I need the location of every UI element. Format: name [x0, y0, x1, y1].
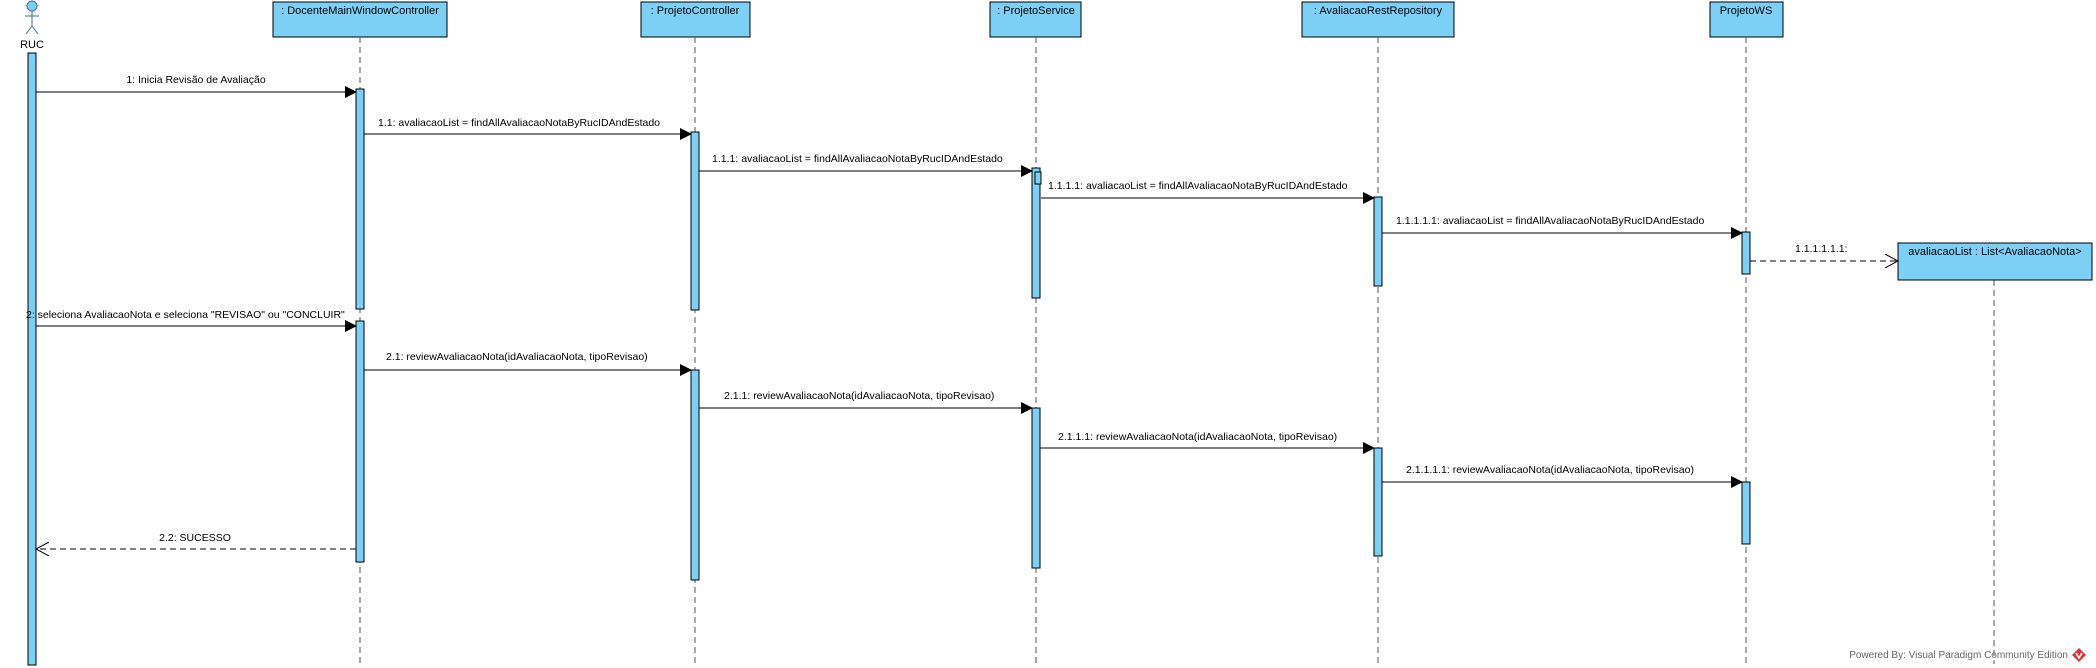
activation-repository-2	[1373, 447, 1383, 557]
actor-name: RUC	[20, 39, 44, 51]
participant-label: : DocenteMainWindowController	[281, 5, 439, 17]
activation-service-1	[1031, 167, 1041, 299]
participant-projeto-ws: ProjetoWS	[1709, 1, 1784, 38]
actor-head	[26, 0, 38, 12]
activation-docente-1	[355, 88, 365, 310]
participant-projeto-service: : ProjetoService	[989, 1, 1082, 38]
visual-paradigm-logo-icon	[2072, 648, 2086, 662]
activation-service-2	[1031, 407, 1041, 569]
actor-ruc: RUC	[20, 0, 44, 51]
activation-docente-2	[355, 320, 365, 563]
message-2-1-1-1-1-label: 2.1.1.1.1: reviewAvaliacaoNota(idAvaliac…	[1406, 464, 1694, 476]
activation-ws-1	[1741, 231, 1751, 275]
participant-docente-main-window-controller: : DocenteMainWindowController	[272, 1, 448, 38]
message-2-1-1-label: 2.1.1: reviewAvaliacaoNota(idAvaliacaoNo…	[724, 390, 994, 402]
message-1-1-1-1-1-1-label: 1.1.1.1.1.1:	[1795, 243, 1848, 255]
actor-leg-right	[31, 25, 39, 35]
participant-label: ProjetoWS	[1720, 5, 1773, 17]
activation-controller-1	[690, 131, 700, 311]
message-1-1-label: 1.1: avaliacaoList = findAllAvaliacaoNot…	[378, 117, 660, 129]
actor-leg-left	[25, 25, 33, 35]
message-1-1-1-1-label: 1.1.1.1: avaliacaoList = findAllAvaliaca…	[1048, 180, 1348, 192]
object-label: avaliacaoList : List<AvaliacaoNota>	[1908, 246, 2081, 258]
participant-avaliacao-rest-repository: : AvaliacaoRestRepository	[1301, 1, 1455, 38]
activation-ws-2	[1741, 481, 1751, 545]
object-avaliacao-list: avaliacaoList : List<AvaliacaoNota>	[1897, 242, 2093, 281]
message-2-2-label: 2.2: SUCESSO	[159, 532, 231, 544]
footer-text: Powered By: Visual Paradigm Community Ed…	[1849, 649, 2068, 661]
participant-label: : ProjetoService	[997, 5, 1075, 17]
activation-actor	[27, 52, 37, 666]
activation-service-1-nested	[1034, 171, 1042, 185]
message-1-1-1-label: 1.1.1: avaliacaoList = findAllAvaliacaoN…	[712, 153, 1003, 165]
participant-label: : ProjetoController	[651, 5, 740, 17]
activation-controller-2	[690, 369, 700, 581]
message-2-1-label: 2.1: reviewAvaliacaoNota(idAvaliacaoNota…	[386, 351, 648, 363]
participant-label: : AvaliacaoRestRepository	[1314, 5, 1443, 17]
message-2-label: 2: seleciona AvaliacaoNota e seleciona "…	[26, 309, 345, 321]
message-2-1-1-1-label: 2.1.1.1: reviewAvaliacaoNota(idAvaliacao…	[1058, 431, 1337, 443]
participant-projeto-controller: : ProjetoController	[640, 1, 751, 38]
footer: Powered By: Visual Paradigm Community Ed…	[1849, 648, 2086, 662]
message-1-1-1-1-1-label: 1.1.1.1.1: avaliacaoList = findAllAvalia…	[1396, 215, 1704, 227]
activation-repository-1	[1373, 196, 1383, 287]
message-1-label: 1: Inicia Revisão de Avaliação	[126, 74, 265, 86]
